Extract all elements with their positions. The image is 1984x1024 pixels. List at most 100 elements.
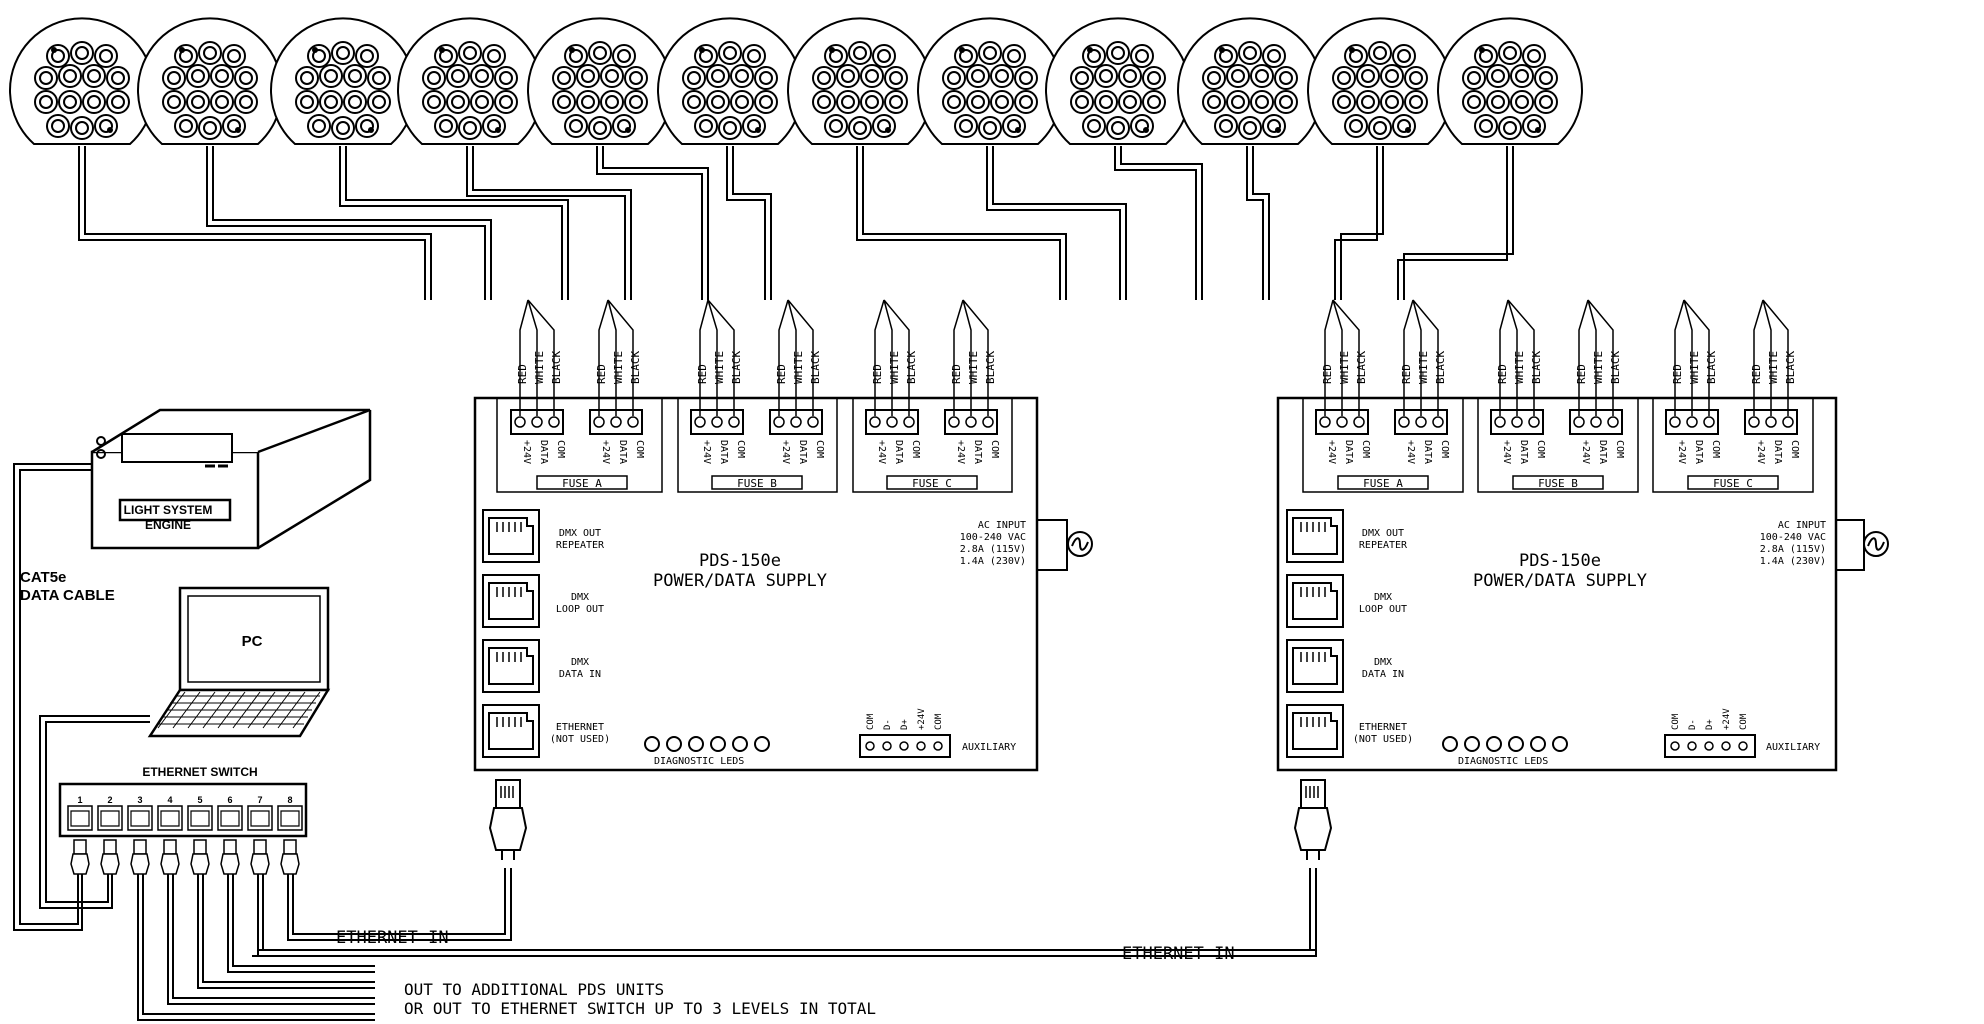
wire-label: RED: [775, 364, 788, 384]
engine-label: LIGHT SYSTEM: [124, 503, 213, 517]
aux-pin-label: D-: [1688, 719, 1698, 730]
terminal-label: +24V: [1755, 440, 1766, 464]
wire-label: BLACK: [1609, 351, 1622, 384]
wire-label: BLACK: [1434, 351, 1447, 384]
port-label: LOOP OUT: [556, 604, 604, 615]
aux-pin-label: COM: [1739, 713, 1749, 730]
ac-input-label: 2.8A (115V): [960, 544, 1026, 555]
wire-label: BLACK: [1784, 351, 1797, 384]
terminal-label: DATA: [1772, 440, 1783, 464]
wire-label: BLACK: [550, 351, 563, 384]
terminal-label: DATA: [538, 440, 549, 464]
wire-label: RED: [696, 364, 709, 384]
aux-pin-label: D+: [1705, 719, 1715, 730]
port-label: REPEATER: [556, 540, 605, 551]
terminal-label: +24V: [1580, 440, 1591, 464]
diagnostic-leds: [644, 736, 770, 752]
port-label: DMX: [571, 592, 589, 603]
wire-label: RED: [1750, 364, 1763, 384]
dmx-data-in-port[interactable]: [1286, 639, 1344, 693]
switch-port-number: 7: [257, 795, 262, 805]
switch-port-number: 4: [167, 795, 172, 805]
wire-label: WHITE: [1688, 351, 1701, 384]
terminal-label: COM: [910, 440, 921, 458]
port-label: (NOT USED): [550, 734, 610, 745]
labels: RED WHITE BLACK RED WHITE BLACK RED WHIT…: [20, 351, 1826, 1018]
ethernet-in-label: ETHERNET IN: [336, 928, 449, 948]
terminal-label: COM: [1535, 440, 1546, 458]
wire-label: BLACK: [1355, 351, 1368, 384]
port-label: ETHERNET: [556, 722, 604, 733]
terminal-label: DATA: [718, 440, 729, 464]
terminal-label: DATA: [1343, 440, 1354, 464]
auxiliary-label: AUXILIARY: [962, 742, 1016, 753]
ac-input-label: 1.4A (230V): [1760, 556, 1826, 567]
pds-subtitle: POWER/DATA SUPPLY: [653, 571, 827, 591]
wire-label: RED: [1321, 364, 1334, 384]
wire-label: RED: [871, 364, 884, 384]
ac-inlet: [1836, 519, 1889, 571]
pds-unit-1: [473, 299, 1093, 772]
fixture: [1177, 17, 1323, 145]
auxiliary-terminal: [1664, 734, 1756, 758]
cable-label: CAT5e: [20, 569, 66, 586]
fuse-label: FUSE B: [1538, 477, 1578, 490]
dmx-out-repeater-port[interactable]: [1286, 509, 1344, 563]
wire-label: RED: [1671, 364, 1684, 384]
pds-model: PDS-150e: [699, 551, 781, 571]
switch-title: ETHERNET SWITCH: [142, 765, 257, 779]
ethernet-port[interactable]: [482, 704, 540, 758]
pds-subtitle: POWER/DATA SUPPLY: [1473, 571, 1647, 591]
wire-label: WHITE: [792, 351, 805, 384]
port-label: DATA IN: [559, 669, 601, 680]
aux-pin-label: D+: [900, 719, 910, 730]
terminal-label: COM: [1439, 440, 1450, 458]
diagnostic-leds-label: DIAGNOSTIC LEDS: [654, 756, 744, 767]
ac-inlet: [1037, 519, 1093, 571]
terminal-label: +24V: [521, 440, 532, 464]
port-label: REPEATER: [1359, 540, 1408, 551]
terminal-label: +24V: [1326, 440, 1337, 464]
wire-label: RED: [950, 364, 963, 384]
footer-line: OR OUT TO ETHERNET SWITCH UP TO 3 LEVELS…: [404, 999, 876, 1018]
fuse-label: FUSE B: [737, 477, 777, 490]
fixture: [8, 17, 155, 145]
wire-label: BLACK: [1705, 351, 1718, 384]
dmx-loop-out-port[interactable]: [482, 574, 540, 628]
terminal-label: +24V: [600, 440, 611, 464]
ethernet-in-label: ETHERNET IN: [1122, 944, 1235, 964]
terminal-label: DATA: [1422, 440, 1433, 464]
terminal-label: +24V: [1501, 440, 1512, 464]
terminal-label: COM: [1360, 440, 1371, 458]
fixture: [137, 17, 283, 145]
port-label: DMX OUT: [1362, 528, 1404, 539]
terminal-label: +24V: [780, 440, 791, 464]
ethernet-port[interactable]: [1286, 704, 1344, 758]
dmx-data-in-port[interactable]: [482, 639, 540, 693]
dmx-loop-out-port[interactable]: [1286, 574, 1344, 628]
fuse-label: FUSE C: [912, 477, 952, 490]
wire-label: BLACK: [905, 351, 918, 384]
terminal-label: +24V: [955, 440, 966, 464]
ac-input-label: 100-240 VAC: [960, 532, 1026, 543]
light-system-engine: [90, 408, 372, 550]
aux-pin-label: D-: [883, 719, 893, 730]
fixture: [657, 17, 803, 145]
dmx-out-repeater-port[interactable]: [482, 509, 540, 563]
engine-label: ENGINE: [145, 518, 191, 532]
terminal-label: COM: [1614, 440, 1625, 458]
ac-input-label: AC INPUT: [978, 520, 1026, 531]
aux-pin-label: +24V: [917, 708, 927, 730]
wire-label: WHITE: [1338, 351, 1351, 384]
diagnostic-leds-label: DIAGNOSTIC LEDS: [1458, 756, 1548, 767]
switch-port-number: 8: [287, 795, 292, 805]
fixture: [917, 17, 1063, 145]
aux-pin-label: COM: [866, 713, 876, 730]
switch-port-number: 6: [227, 795, 232, 805]
port-label: LOOP OUT: [1359, 604, 1407, 615]
terminal-label: COM: [634, 440, 645, 458]
wire-label: WHITE: [888, 351, 901, 384]
port-label: ETHERNET: [1359, 722, 1407, 733]
fuse-groups: [496, 398, 1013, 493]
wire-label: RED: [1400, 364, 1413, 384]
